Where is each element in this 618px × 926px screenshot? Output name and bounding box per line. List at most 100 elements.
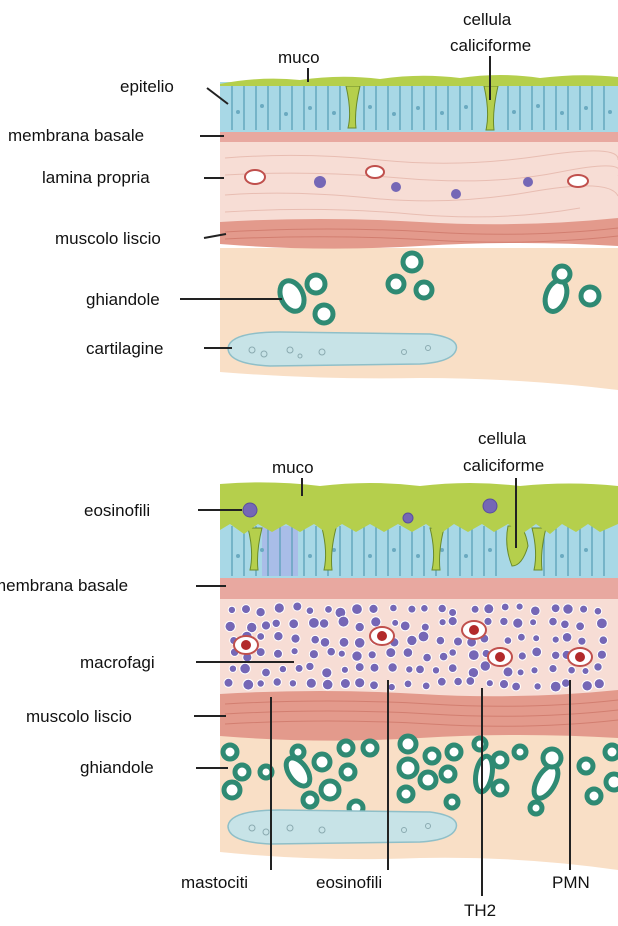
inflammatory-cell [386,648,396,658]
inflammatory-cell [439,652,448,661]
inflammatory-cell [599,636,608,645]
inflammatory-cell [274,649,283,658]
inflammatory-cell [423,653,432,662]
inflammatory-cell [534,683,541,690]
inflammatory-cell [422,682,430,690]
inflammatory-cell [352,604,363,615]
label-epitelio: epitelio [120,77,174,96]
inflammatory-cell [327,647,336,656]
inflammatory-cell [580,605,588,613]
inflammatory-cell [484,617,492,625]
inflammatory-cell [448,664,457,673]
label-muco: muco [272,458,314,477]
inflammatory-cell [273,678,281,686]
inflammatory-cell [562,633,572,643]
inflammatory-cell [568,666,576,674]
inflammatory-cell [322,668,332,678]
inflammatory-cell [468,650,479,661]
inflammatory-cell [437,677,446,686]
inflammatory-cell [597,650,606,659]
inflammatory-cell [582,681,592,691]
inflammatory-cell [404,680,412,688]
inflammatory-cell [563,604,573,614]
inflammatory-cell [530,619,537,626]
label-muco: muco [278,48,320,67]
inflammatory-cell [355,678,365,688]
label-cartilagine: cartilagine [86,339,164,358]
inflammatory-cell [582,668,589,675]
inflammatory-cell [320,638,330,648]
label-macrofagi: macrofagi [80,653,155,672]
inflammatory-cell [549,617,558,626]
inflammatory-cell [261,621,270,630]
inflammatory-cell [550,681,561,692]
inflammatory-cell [407,635,417,645]
inflammatory-cell [352,651,362,661]
inflammatory-cell [561,620,570,629]
inflammatory-cell [578,637,586,645]
label-eosinofili-bottom: eosinofili [316,873,382,892]
inflammatory-cell [501,603,509,611]
inflammatory-cell [432,667,439,674]
inflammatory-cell [439,619,446,626]
label-caliciforme: caliciforme [450,36,531,55]
inflammatory-cell [322,679,333,690]
inflammatory-cell [224,678,233,687]
inflammatory-cell [549,665,557,673]
inflammatory-cell [291,634,300,643]
inflammatory-cell [370,681,379,690]
inflammatory-cell [518,633,526,641]
inflammatory-cell [256,608,265,617]
inflammatory-cell [594,679,604,689]
inflammatory-cell [500,617,508,625]
inflammatory-cell [421,605,429,613]
inflammatory-cell [257,680,264,687]
inflammatory-cell [531,606,541,616]
inflammatory-cell [454,677,463,686]
inflammatory-cell [242,605,251,614]
inflammatory-cell [418,631,429,642]
inflammatory-cell [295,664,303,672]
inflammatory-cell [484,604,494,614]
label-muscolo-liscio: muscolo liscio [55,229,161,248]
inflammatory-cell [274,632,283,641]
label-cellula: cellula [478,429,527,448]
inflammatory-cell [533,635,540,642]
inflammatory-cell [243,679,254,690]
label-eosinofili: eosinofili [84,501,150,520]
inflammatory-cell [370,663,379,672]
inflammatory-cell [408,605,416,613]
inflammatory-cell [518,652,526,660]
inflammatory-cell [338,616,349,627]
asthmatic-airway-panel: muco cellula caliciforme eosinofili memb… [0,429,618,920]
inflammatory-cell [416,665,425,674]
mucus-layer [220,75,618,86]
label-ghiandole: ghiandole [86,290,160,309]
inflammatory-cell [448,617,457,626]
inflammatory-cell [354,638,365,649]
normal-airway-panel: muco cellula caliciforme epitelio membra… [8,10,618,390]
inflammatory-cell [400,621,410,631]
inflammatory-cell [499,680,508,689]
inflammatory-cell [513,618,523,628]
inflammatory-cell [306,678,316,688]
inflammatory-cell [355,622,364,631]
inflammatory-cell [390,604,398,612]
inflammatory-cell [449,609,457,617]
inflammatory-cell [449,649,457,657]
inflammatory-cell [388,663,397,672]
inflammatory-cell [532,647,542,657]
inflammatory-cell [279,665,286,672]
inflammatory-cell [480,661,490,671]
inflammatory-cell [228,606,235,613]
inflammatory-cell [319,619,328,628]
inflammatory-cell [516,603,523,610]
cartilage [228,332,456,366]
inflammatory-cell [291,648,298,655]
basement-membrane-layer [220,577,618,599]
inflammatory-cell [309,618,320,629]
inflammatory-cell [392,619,399,626]
inflammatory-cell [289,680,296,687]
label-caliciforme: caliciforme [463,456,544,475]
